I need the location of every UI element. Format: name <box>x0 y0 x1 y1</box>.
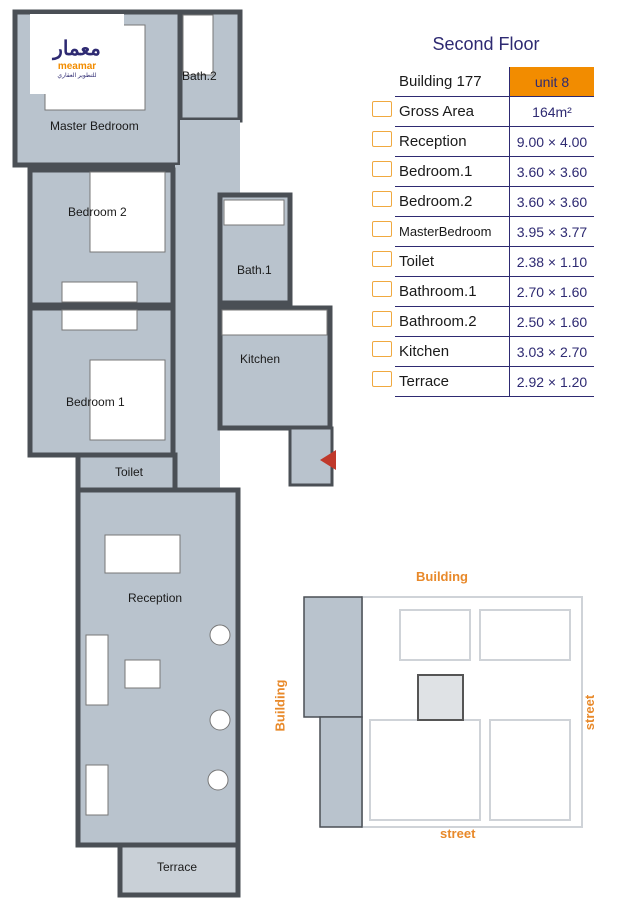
room-dimension: 3.60 × 3.60 <box>509 186 594 217</box>
bathtub-icon <box>371 311 392 327</box>
room-dimension: 3.95 × 3.77 <box>509 216 594 247</box>
bathtub-1 <box>223 199 285 226</box>
room-name: Terrace <box>395 366 510 397</box>
room-dimension: 2.50 × 1.60 <box>509 306 594 337</box>
room-name: Bathroom.1 <box>395 276 510 307</box>
room-name: Bathroom.2 <box>395 306 510 337</box>
wardrobe-2 <box>61 281 138 303</box>
room-dimension: 164m² <box>509 96 594 127</box>
bathtub-icon <box>371 281 392 297</box>
unit-badge: unit 8 <box>509 67 594 97</box>
room-name: Toilet <box>395 246 510 277</box>
room-dimension: 3.03 × 2.70 <box>509 336 594 367</box>
table-row: Terrace 2.92 × 1.20 <box>368 366 594 397</box>
chair <box>209 624 231 646</box>
keyplan-label-right: street <box>582 694 598 731</box>
area-table: Building 177 unit 8 Gross Area 164m² Rec… <box>368 67 594 397</box>
table-header: Building 177 unit 8 <box>368 67 594 97</box>
table-row: Gross Area 164m² <box>368 96 594 127</box>
room-terrace <box>117 842 241 898</box>
logo-subtitle: للتطوير العقاري <box>57 73 97 79</box>
sofa <box>85 634 109 706</box>
key-plan <box>303 596 583 828</box>
room-name: Gross Area <box>395 96 510 127</box>
table-row: MasterBedroom 3.95 × 3.77 <box>368 216 594 247</box>
coffee-table <box>124 659 161 689</box>
bed-1 <box>89 359 166 441</box>
bed-icon <box>371 191 392 207</box>
logo: معمار meamar للتطوير العقاري <box>30 14 124 94</box>
label-bedroom-2: Bedroom 2 <box>68 205 127 219</box>
table-row: Bathroom.1 2.70 × 1.60 <box>368 276 594 307</box>
label-bedroom-1: Bedroom 1 <box>66 395 125 409</box>
table-row: Bathroom.2 2.50 × 1.60 <box>368 306 594 337</box>
keyplan-label-left: Building <box>272 679 288 732</box>
logo-arabic: معمار <box>53 38 101 60</box>
area-icon <box>371 101 392 117</box>
bathtub-icon <box>371 251 392 267</box>
room-name: Reception <box>395 126 510 157</box>
sofa-2 <box>85 764 109 816</box>
kitchen-counter <box>221 309 328 336</box>
bathtub-2 <box>182 14 214 76</box>
room-dimension: 2.70 × 1.60 <box>509 276 594 307</box>
table-row: Bedroom.2 3.60 × 3.60 <box>368 186 594 217</box>
room-name: Bedroom.1 <box>395 156 510 187</box>
room-dimension: 2.38 × 1.10 <box>509 246 594 277</box>
keyplan-label-bottom: street <box>440 826 476 841</box>
building-label: Building 177 <box>395 67 510 97</box>
label-toilet: Toilet <box>115 465 144 479</box>
label-bath-2: Bath.2 <box>182 69 217 83</box>
sofa-icon <box>371 131 392 147</box>
dining-table <box>104 534 181 574</box>
room-dimension: 2.92 × 1.20 <box>509 366 594 397</box>
room-toilet <box>75 452 178 493</box>
bed-icon <box>371 221 392 237</box>
chair <box>207 769 229 791</box>
room-name: Bedroom.2 <box>395 186 510 217</box>
label-reception: Reception <box>128 591 182 605</box>
bed-2 <box>89 171 166 253</box>
kitchen-icon <box>371 341 392 357</box>
bed-icon <box>371 161 392 177</box>
wardrobe-1 <box>61 309 138 331</box>
label-terrace: Terrace <box>157 860 197 874</box>
table-row: Reception 9.00 × 4.00 <box>368 126 594 157</box>
table-row: Bedroom.1 3.60 × 3.60 <box>368 156 594 187</box>
corridor <box>175 165 220 490</box>
label-bath-1: Bath.1 <box>237 263 272 277</box>
keyplan-label-top: Building <box>416 569 468 584</box>
corridor-upper <box>180 120 240 195</box>
page-title: Second Floor <box>432 34 540 54</box>
logo-english: meamar <box>57 61 97 72</box>
room-name: Kitchen <box>395 336 510 367</box>
window-icon <box>371 371 392 387</box>
room-name: MasterBedroom <box>395 216 510 247</box>
room-dimension: 3.60 × 3.60 <box>509 156 594 187</box>
room-dimension: 9.00 × 4.00 <box>509 126 594 157</box>
label-master-bedroom: Master Bedroom <box>50 119 139 133</box>
entrance-marker <box>320 450 336 470</box>
label-kitchen: Kitchen <box>240 352 280 366</box>
table-row: Toilet 2.38 × 1.10 <box>368 246 594 277</box>
table-row: Kitchen 3.03 × 2.70 <box>368 336 594 367</box>
chair <box>209 709 231 731</box>
